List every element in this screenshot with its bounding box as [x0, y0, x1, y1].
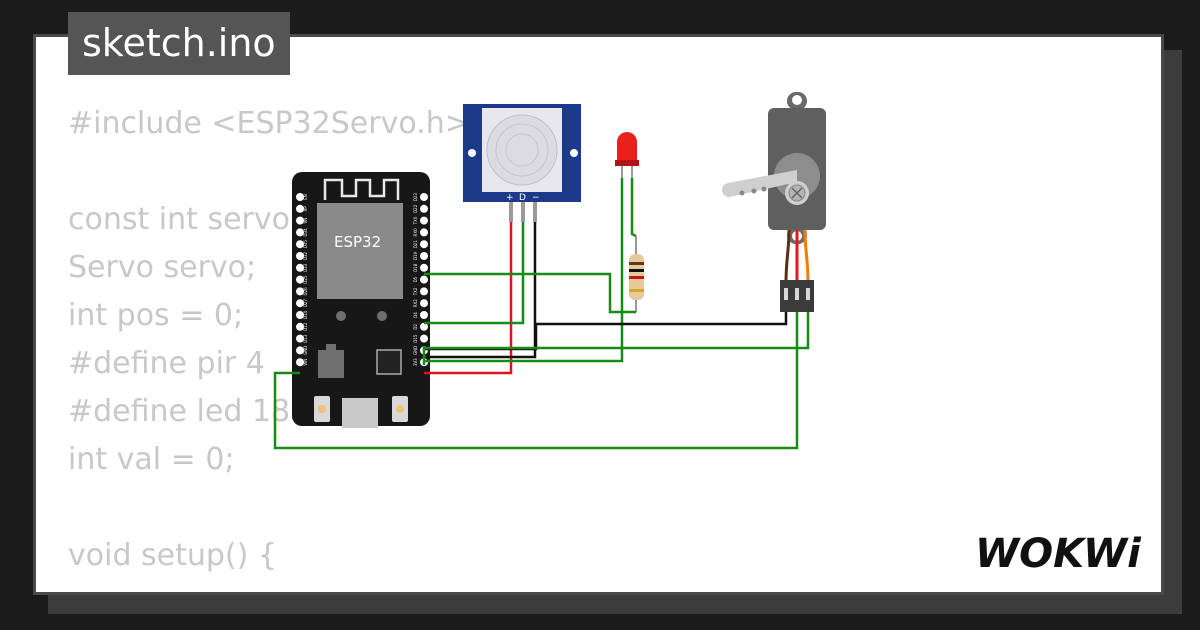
pin-label: D2	[413, 324, 418, 330]
esp32-board[interactable]: ESP32 ENVPVND34D35D32D33D25D26D27D14D12D…	[292, 172, 430, 428]
pin-label: D18	[413, 263, 418, 272]
code-line: int val = 0;	[68, 442, 235, 477]
reset-button[interactable]	[392, 396, 408, 422]
pin-left-12[interactable]	[296, 334, 304, 343]
pin-left-13[interactable]	[296, 346, 304, 355]
pin-label: 3V3	[413, 358, 418, 366]
pin-left-10[interactable]	[296, 311, 304, 319]
pin-left-0[interactable]	[296, 193, 304, 201]
pin-right-12[interactable]	[420, 334, 428, 343]
file-tab[interactable]: sketch.ino	[68, 12, 290, 75]
wifi-antenna	[323, 178, 400, 200]
wire-pir-vcc	[424, 222, 513, 375]
preview-card	[33, 34, 1164, 595]
pin-label: TX0	[413, 216, 418, 225]
pin-label: RX2	[413, 299, 418, 308]
pin-left-14[interactable]	[296, 358, 304, 367]
pin-left-3[interactable]	[296, 228, 304, 237]
wire-pir-gnd	[424, 222, 537, 359]
pin-label: VIN	[303, 359, 308, 366]
pin-label: D19	[413, 251, 418, 260]
resistor[interactable]	[629, 236, 644, 312]
pin-right-3[interactable]	[420, 228, 428, 237]
pin-right-2[interactable]	[420, 216, 428, 225]
pin-label: GND	[303, 346, 308, 355]
pin-label: D25	[303, 275, 308, 284]
pin-right-9[interactable]	[420, 299, 428, 308]
pin-right-6[interactable]	[420, 263, 428, 272]
pin-left-8[interactable]	[296, 287, 304, 296]
pin-left-5[interactable]	[296, 252, 304, 260]
pin-right-11[interactable]	[420, 322, 428, 331]
pin-label: D13	[303, 334, 308, 343]
red-led[interactable]	[615, 132, 639, 178]
pin-label: D4	[413, 312, 418, 318]
pin-label: D22	[413, 204, 418, 213]
wire-servo-vcc	[273, 312, 799, 450]
code-line: #include <ESP32Servo.h>	[68, 106, 470, 141]
pin-label: D26	[303, 287, 308, 296]
pin-left-4[interactable]	[296, 240, 304, 249]
wire-pir-data	[424, 222, 525, 325]
pin-right-8[interactable]	[420, 287, 428, 296]
usb-chip	[376, 349, 402, 375]
usb-port	[342, 398, 378, 428]
pin-label: GND	[413, 346, 418, 355]
pin-right-1[interactable]	[420, 204, 428, 213]
pin-left-11[interactable]	[296, 322, 304, 331]
servo-cable	[784, 229, 810, 283]
pin-left-1[interactable]	[296, 204, 304, 213]
pin-label: D15	[413, 334, 418, 343]
code-line: #define led 18	[68, 394, 291, 429]
pin-left-7[interactable]	[296, 275, 304, 284]
wire-led-anode	[424, 178, 624, 363]
pin-label: VP	[303, 206, 308, 212]
esp32-label: ESP32	[334, 233, 381, 251]
pin-label: D32	[303, 251, 308, 260]
pin-label: RX0	[413, 228, 418, 237]
pir-pin-data: D	[519, 193, 526, 203]
pin-label: VN	[303, 218, 308, 224]
pin-right-5[interactable]	[420, 252, 428, 260]
pin-label: D27	[303, 299, 308, 308]
pin-left-2[interactable]	[296, 216, 304, 225]
code-line: int pos = 0;	[68, 298, 244, 333]
pin-left-6[interactable]	[296, 263, 304, 272]
esp32-module	[317, 203, 403, 299]
pir-sensor[interactable]: + D −	[463, 104, 581, 222]
pin-left-9[interactable]	[296, 299, 304, 308]
code-line: void setup() {	[68, 538, 277, 573]
boot-button[interactable]	[314, 396, 330, 422]
pin-right-7[interactable]	[420, 275, 428, 284]
pin-right-10[interactable]	[420, 311, 428, 319]
wire-servo-gnd	[424, 312, 788, 351]
pir-pin-vcc: +	[506, 193, 514, 203]
wokwi-logo: WOKWi	[975, 531, 1142, 577]
code-line: Servo servo;	[68, 250, 257, 285]
code-line: #define pir 4	[68, 346, 265, 381]
pin-label: D14	[303, 310, 308, 319]
pin-label: D12	[303, 322, 308, 331]
servo-horn	[721, 170, 809, 205]
wire-resistor-board	[424, 272, 636, 314]
wire-servo-signal	[422, 312, 810, 365]
code-editor: #include <ESP32Servo.h> const int servoP…	[68, 98, 470, 578]
pir-pin-gnd: −	[532, 193, 540, 203]
pin-label: D23	[413, 192, 418, 201]
pin-label: D21	[413, 240, 418, 249]
pin-label: D33	[303, 263, 308, 272]
pin-label: TX2	[413, 287, 418, 296]
pin-right-0[interactable]	[420, 193, 428, 201]
servo-motor[interactable]	[721, 92, 826, 312]
pin-label: D5	[413, 276, 418, 282]
pin-label: EN	[303, 194, 308, 200]
pin-label: D35	[303, 240, 308, 249]
wires	[273, 178, 810, 450]
wokwi-logo-text: WOKWi	[975, 531, 1142, 577]
pin-right-4[interactable]	[420, 240, 428, 249]
voltage-regulator	[318, 344, 344, 378]
wire-led-resistor	[630, 178, 637, 238]
pin-label: D34	[303, 228, 308, 237]
